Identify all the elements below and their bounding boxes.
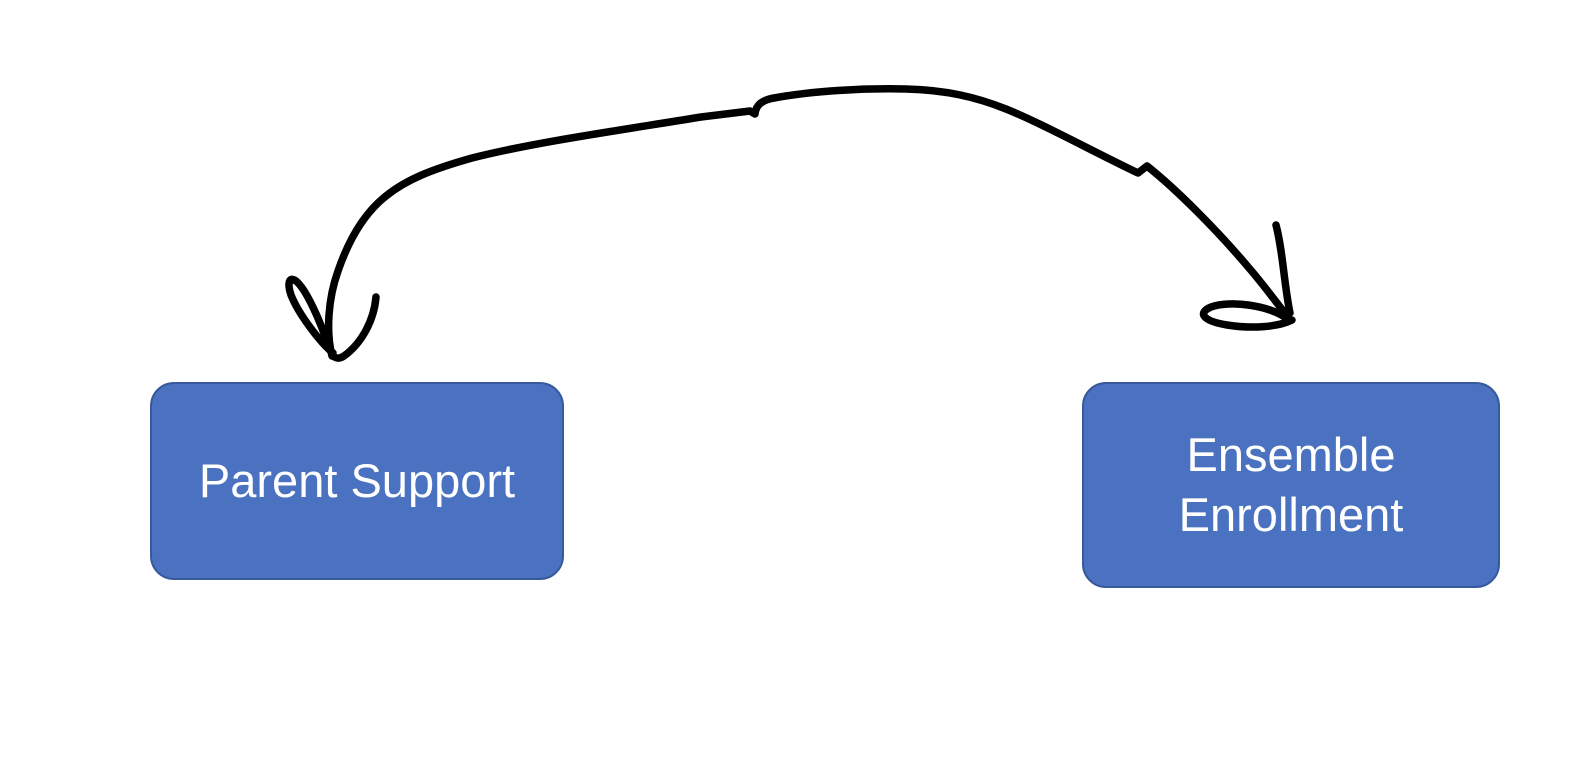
arrow-curve [324, 85, 1292, 360]
arrow-right-head-tail-icon [1272, 221, 1294, 317]
arrow-left-head-hook-icon [327, 293, 380, 362]
node-parent-support-label: Parent Support [198, 453, 516, 507]
arrow-left-head-loop-icon [285, 275, 337, 357]
node-ensemble-enrollment[interactable]: Ensemble Enrollment [1082, 382, 1500, 588]
arrow-strokes [285, 85, 1296, 362]
node-parent-support[interactable]: Parent Support [150, 382, 564, 580]
node-ensemble-enrollment-label: Ensemble Enrollment [1178, 427, 1404, 541]
arrow-right-head-loop-icon [1199, 300, 1296, 331]
